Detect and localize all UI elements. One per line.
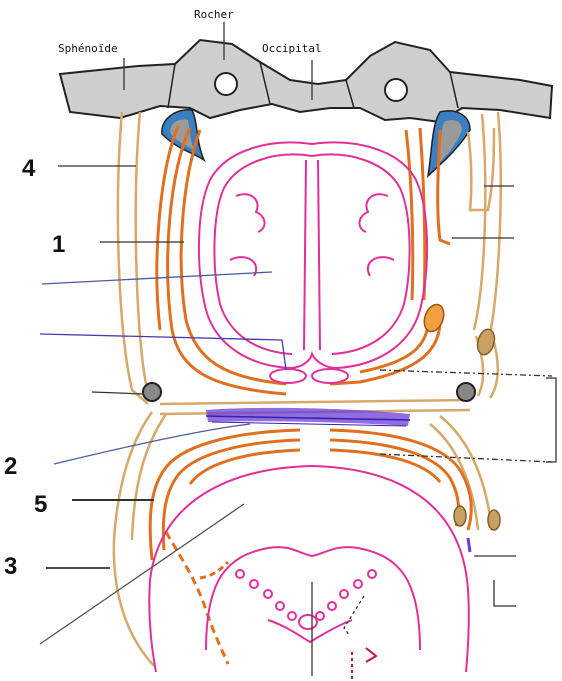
leader-ventricle xyxy=(40,334,286,370)
dot-l3 xyxy=(264,590,272,598)
dura-left-2 xyxy=(181,130,286,384)
purple-small-mark xyxy=(468,538,470,552)
gyrus-l1 xyxy=(236,194,265,232)
dot-r2 xyxy=(354,580,362,588)
label-sphenoide: Sphénoïde xyxy=(58,42,118,55)
label-3: 3 xyxy=(4,553,17,580)
leader-2 xyxy=(54,424,250,464)
tan-left-outer-2 xyxy=(136,112,146,384)
lower-structure xyxy=(149,466,469,672)
brain-midline-1 xyxy=(304,160,306,350)
gyrus-r1 xyxy=(359,194,388,232)
tan-right-tab xyxy=(468,128,494,210)
lower-left-side xyxy=(149,580,156,672)
ventricle-right xyxy=(312,369,348,383)
label-1: 1 xyxy=(52,231,65,258)
lower-center-oval xyxy=(299,615,317,629)
ventricle-left xyxy=(270,369,306,383)
left-foramen xyxy=(215,73,237,95)
dura-left-1 xyxy=(168,128,286,394)
dura-dashed-branch xyxy=(200,562,228,578)
leader-dashed-center xyxy=(344,596,364,636)
node-right xyxy=(457,383,475,401)
brain-inner-right xyxy=(312,154,410,354)
leader-right-bracket xyxy=(546,378,556,462)
tan-horizontal-top xyxy=(160,400,470,404)
dot-r5 xyxy=(316,612,324,620)
dot-l1 xyxy=(236,570,244,578)
tan-right-outer-2 xyxy=(474,114,485,330)
dot-r4 xyxy=(328,602,336,610)
label-occipital: Occipital xyxy=(262,42,322,55)
right-foramen xyxy=(385,79,407,101)
gyrus-r2 xyxy=(368,257,394,276)
leader-right-4 xyxy=(494,580,516,606)
tube-ends xyxy=(421,302,500,530)
tube-end-orange xyxy=(421,302,447,334)
label-5: 5 xyxy=(34,491,47,518)
dot-r1 xyxy=(368,570,376,578)
lower-notch xyxy=(268,620,352,642)
tube-end-lower-2 xyxy=(488,510,500,530)
tube-end-lower-1 xyxy=(454,506,466,526)
brain-inner xyxy=(214,154,312,354)
lower-inner xyxy=(206,547,420,650)
dot-l4 xyxy=(276,602,284,610)
dot-r3 xyxy=(340,590,348,598)
dura-lower-left-2 xyxy=(163,440,300,550)
dot-l2 xyxy=(250,580,258,588)
leader-right-dash-1 xyxy=(380,370,552,376)
node-left xyxy=(143,383,161,401)
label-2: 2 xyxy=(4,453,17,480)
brain-midline-2 xyxy=(318,160,320,350)
label-4: 4 xyxy=(22,155,36,182)
label-rocher: Rocher xyxy=(194,8,234,21)
brain xyxy=(199,143,427,384)
dot-l5 xyxy=(288,612,296,620)
red-marks xyxy=(352,648,376,680)
red-mark-1 xyxy=(366,648,376,662)
nodes xyxy=(143,383,475,401)
tube-end-tan xyxy=(475,327,497,356)
